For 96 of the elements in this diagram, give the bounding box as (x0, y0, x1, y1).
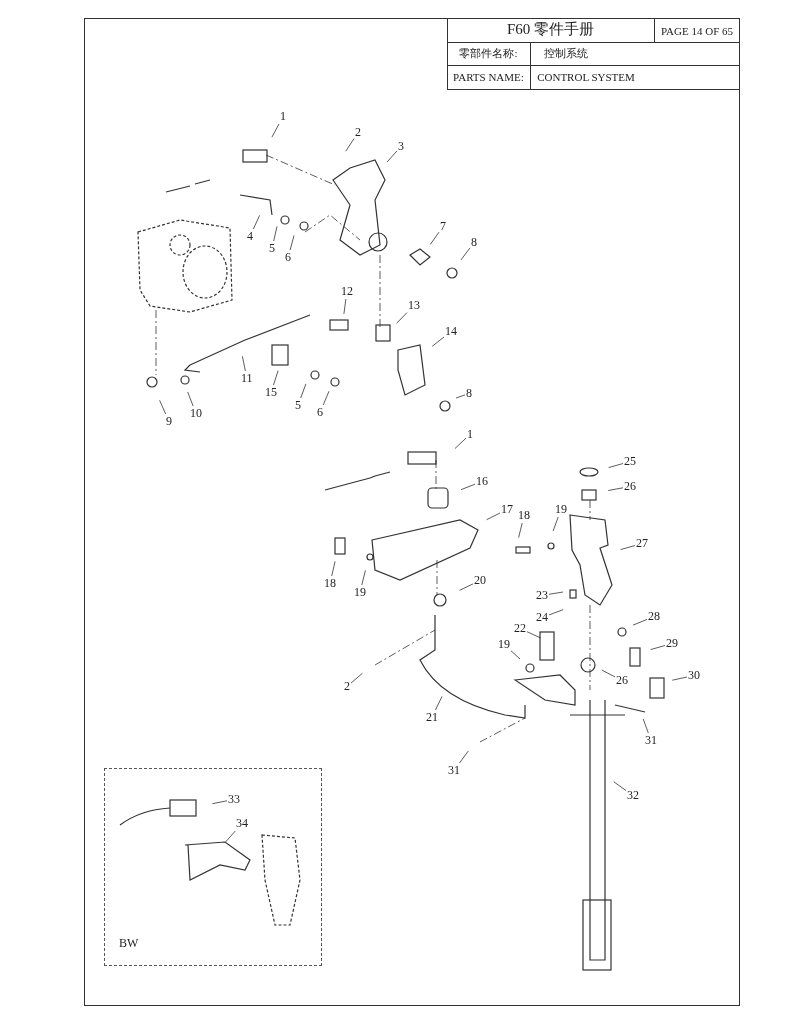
field-value: 控制系统 (543, 46, 589, 60)
leader-line (454, 437, 467, 449)
leader-line (435, 696, 443, 711)
leader-line (345, 138, 355, 152)
callout-number: 8 (466, 387, 472, 400)
callout-number: 5 (269, 242, 275, 255)
callout-number: 31 (448, 764, 460, 777)
leader-line (273, 370, 279, 386)
callout-number: 2 (344, 680, 350, 693)
callout-number: 30 (688, 669, 700, 682)
callout-number: 24 (536, 611, 548, 624)
leader-line (510, 650, 521, 660)
leader-line (486, 512, 501, 521)
leader-line (460, 483, 476, 491)
leader-line (211, 800, 228, 805)
callout-number: 26 (616, 674, 628, 687)
page-title: F60 零件手册 (505, 22, 596, 36)
callout-number: 10 (190, 407, 202, 420)
leader-line (322, 390, 330, 406)
leader-line (601, 669, 616, 678)
callout-number: 17 (501, 503, 513, 516)
callout-number: 34 (236, 817, 248, 830)
leader-line (518, 522, 523, 538)
leader-line (386, 150, 398, 163)
callout-number: 18 (518, 509, 530, 522)
field-label: 零部件名称: (458, 46, 519, 60)
leader-line (300, 383, 307, 399)
callout-number: 27 (636, 537, 648, 550)
callout-number: 11 (241, 372, 253, 385)
field-label: PARTS NAME: (452, 70, 525, 84)
callout-number: 21 (426, 711, 438, 724)
leader-line (225, 830, 236, 843)
leader-line (343, 298, 347, 315)
leader-line (253, 214, 260, 230)
leader-line (650, 645, 666, 650)
callout-number: 22 (514, 622, 526, 635)
leader-line (431, 336, 445, 347)
leader-line (552, 516, 559, 532)
callout-number: 18 (324, 577, 336, 590)
callout-number: 29 (666, 637, 678, 650)
callout-number: 32 (627, 789, 639, 802)
callout-number: 1 (280, 110, 286, 123)
callout-number: 6 (285, 251, 291, 264)
callout-number: 4 (247, 230, 253, 243)
leader-line (273, 226, 278, 242)
callout-number: 33 (228, 793, 240, 806)
leader-line (396, 312, 408, 324)
leader-line (671, 676, 688, 681)
leader-line (459, 583, 474, 591)
callout-number: 12 (341, 285, 353, 298)
inset-frame (104, 768, 322, 966)
callout-number: 16 (476, 475, 488, 488)
leader-line (455, 394, 466, 399)
leader-line (187, 391, 194, 407)
callout-number: 20 (474, 574, 486, 587)
callout-number: 23 (536, 589, 548, 602)
callout-number: 19 (498, 638, 510, 651)
leader-line (613, 781, 627, 791)
leader-line (632, 619, 648, 626)
callout-number: 19 (555, 503, 567, 516)
callout-number: 26 (624, 480, 636, 493)
leader-line (271, 123, 280, 138)
leader-line (429, 231, 440, 245)
callout-number: 15 (265, 386, 277, 399)
leader-line (607, 487, 624, 491)
leader-line (460, 247, 471, 261)
callout-number: 14 (445, 325, 457, 338)
callout-number: 9 (166, 415, 172, 428)
leader-line (620, 545, 636, 550)
callout-number: 13 (408, 299, 420, 312)
leader-line (459, 750, 469, 764)
variant-label: BW (119, 936, 139, 951)
callout-number: 8 (471, 236, 477, 249)
page-number: PAGE 14 OF 65 (660, 24, 734, 38)
leader-line (642, 718, 649, 734)
leader-line (548, 609, 564, 616)
leader-line (331, 561, 336, 577)
leader-line (361, 570, 366, 586)
leader-line (289, 235, 295, 251)
field-value: CONTROL SYSTEM (536, 70, 636, 84)
callout-number: 1 (467, 428, 473, 441)
leader-line (548, 591, 564, 595)
leader-line (608, 463, 624, 468)
callout-number: 25 (624, 455, 636, 468)
callout-number: 5 (295, 399, 301, 412)
leader-line (350, 672, 363, 684)
callout-number: 7 (440, 220, 446, 233)
leader-line (159, 399, 167, 415)
leader-line (242, 355, 246, 372)
callout-number: 28 (648, 610, 660, 623)
callout-number: 31 (645, 734, 657, 747)
callout-number: 3 (398, 140, 404, 153)
callout-number: 6 (317, 406, 323, 419)
leader-line (526, 631, 541, 639)
callout-number: 2 (355, 126, 361, 139)
callout-number: 19 (354, 586, 366, 599)
